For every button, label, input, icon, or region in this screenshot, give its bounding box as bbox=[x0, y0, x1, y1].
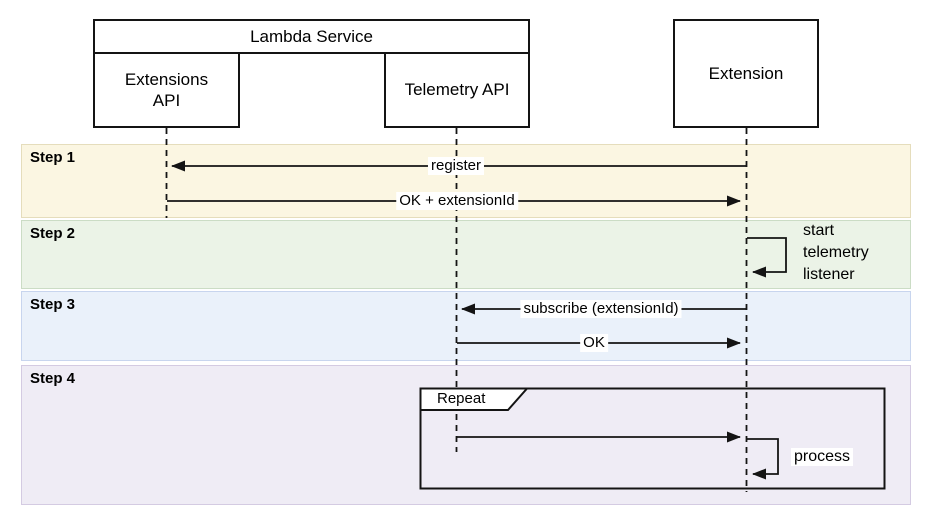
process-label: process bbox=[790, 448, 854, 466]
start-listener-self-arrow bbox=[747, 237, 787, 278]
repeat-label: Repeat bbox=[437, 390, 486, 407]
extensions-api-box: Extensions API bbox=[93, 52, 240, 128]
lambda-service-box: Lambda Service bbox=[93, 19, 530, 54]
step4-label: Step 4 bbox=[30, 370, 76, 387]
extension-label: Extension bbox=[708, 63, 784, 83]
telemetry-api-label: Telemetry API bbox=[404, 80, 510, 100]
step3-label: Step 3 bbox=[30, 296, 76, 313]
extension-box: Extension bbox=[673, 19, 819, 128]
lambda-service-label: Lambda Service bbox=[250, 26, 373, 46]
step2-band bbox=[21, 220, 911, 289]
telemetry-api-box: Telemetry API bbox=[384, 52, 530, 128]
repeat-fragment-tab bbox=[419, 387, 530, 411]
subscribe-label: subscribe (extensionId) bbox=[520, 300, 682, 318]
ok-label: OK bbox=[580, 334, 608, 352]
step1-label: Step 1 bbox=[30, 149, 76, 166]
repeat-fragment-box bbox=[419, 387, 886, 490]
extensions-api-label: Extensions API bbox=[124, 69, 209, 110]
start-listener-label: start telemetry listener bbox=[803, 222, 869, 283]
register-label: register bbox=[427, 157, 485, 175]
step2-label: Step 2 bbox=[30, 225, 76, 242]
process-self-arrow bbox=[747, 438, 779, 480]
ok-extensionid-label: OK + extensionId bbox=[396, 192, 518, 210]
step3-band bbox=[21, 291, 911, 361]
